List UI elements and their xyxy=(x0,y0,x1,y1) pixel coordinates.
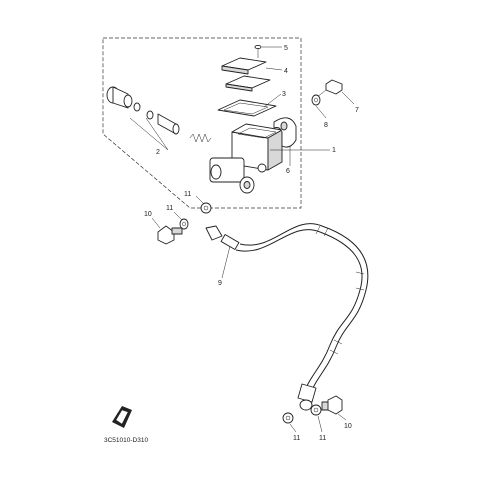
callout-5: 5 xyxy=(284,45,288,52)
callout-1: 1 xyxy=(332,147,336,154)
piston-kit[interactable] xyxy=(106,86,212,143)
callout-10: 10 xyxy=(144,211,152,218)
callout-11-lower-left: 11 xyxy=(293,435,300,442)
callout-7: 7 xyxy=(355,107,359,114)
front-arrow-icon xyxy=(112,406,132,428)
callout-10-lower: 10 xyxy=(344,423,352,430)
holder-bolt[interactable] xyxy=(315,79,343,99)
union-bolt-upper[interactable] xyxy=(157,225,183,245)
holder-washer[interactable] xyxy=(311,94,321,106)
reservoir-diaphragm[interactable] xyxy=(217,99,277,117)
callout-9: 9 xyxy=(218,280,222,287)
reservoir-cap[interactable] xyxy=(221,57,267,75)
callout-2: 2 xyxy=(156,149,160,156)
union-gasket-lower-right[interactable] xyxy=(310,404,322,416)
reservoir-plate[interactable] xyxy=(225,75,271,92)
callout-11-upper: 11 xyxy=(184,191,191,198)
callout-3: 3 xyxy=(282,91,286,98)
drawing-code: 3C51010-D310 xyxy=(104,437,148,444)
master-cylinder-holder[interactable] xyxy=(273,117,297,148)
union-gasket-lower-left[interactable] xyxy=(282,412,294,424)
callout-6: 6 xyxy=(286,168,290,175)
leader-lines xyxy=(129,46,355,433)
assembly-boundary xyxy=(102,37,302,209)
callout-11-lower-right: 11 xyxy=(319,435,326,442)
callout-4: 4 xyxy=(284,68,288,75)
callout-8: 8 xyxy=(324,122,328,129)
union-gasket-upper[interactable] xyxy=(200,202,212,214)
brake-hose[interactable] xyxy=(205,223,369,411)
union-gasket-middle[interactable] xyxy=(179,218,189,230)
callout-11-middle: 11 xyxy=(166,205,173,212)
union-bolt-lower[interactable] xyxy=(321,395,343,415)
cap-screw[interactable] xyxy=(254,44,262,58)
master-cylinder-body[interactable] xyxy=(209,123,283,194)
